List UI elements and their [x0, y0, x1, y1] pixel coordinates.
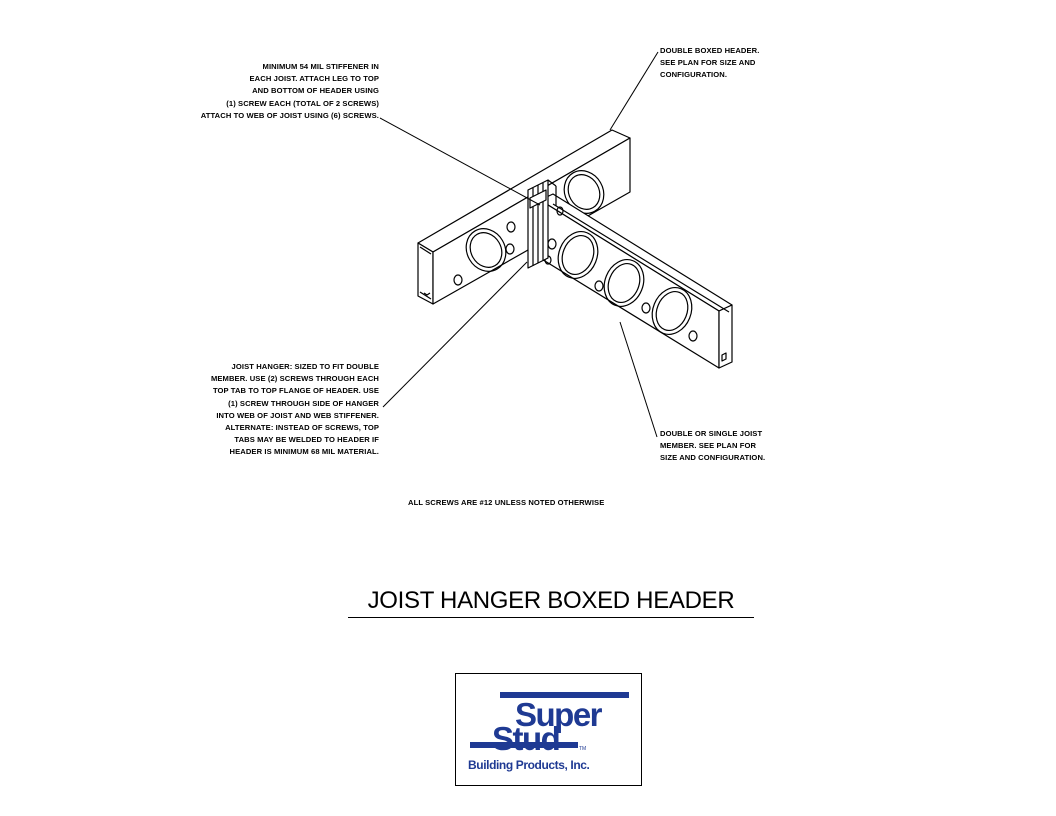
joist-note: DOUBLE OR SINGLE JOIST MEMBER. SEE PLAN … — [660, 429, 766, 463]
joist-member — [539, 193, 733, 369]
logo-graphic: Super Stud TM Building Products, Inc. — [468, 692, 629, 772]
leader-lines — [379, 51, 659, 438]
joist-hanger — [527, 179, 557, 269]
logo-bottom-bar — [470, 742, 578, 748]
logo-word-super: Super — [515, 696, 603, 733]
stiffener-note: MINIMUM 54 MIL STIFFENER IN EACH JOIST. … — [200, 62, 379, 120]
logo-trademark: TM — [579, 746, 586, 752]
hanger-note: JOIST HANGER: SIZED TO FIT DOUBLE MEMBER… — [210, 362, 379, 457]
page-title: JOIST HANGER BOXED HEADER — [348, 586, 754, 618]
header-note: DOUBLE BOXED HEADER. SEE PLAN FOR SIZE A… — [660, 46, 760, 80]
logo-top-bar — [500, 692, 629, 698]
company-logo: Super Stud TM Building Products, Inc. — [455, 673, 642, 786]
logo-tagline: Building Products, Inc. — [468, 758, 590, 772]
logo-word-stud: Stud — [492, 720, 559, 757]
screws-note: ALL SCREWS ARE #12 UNLESS NOTED OTHERWIS… — [408, 498, 605, 507]
